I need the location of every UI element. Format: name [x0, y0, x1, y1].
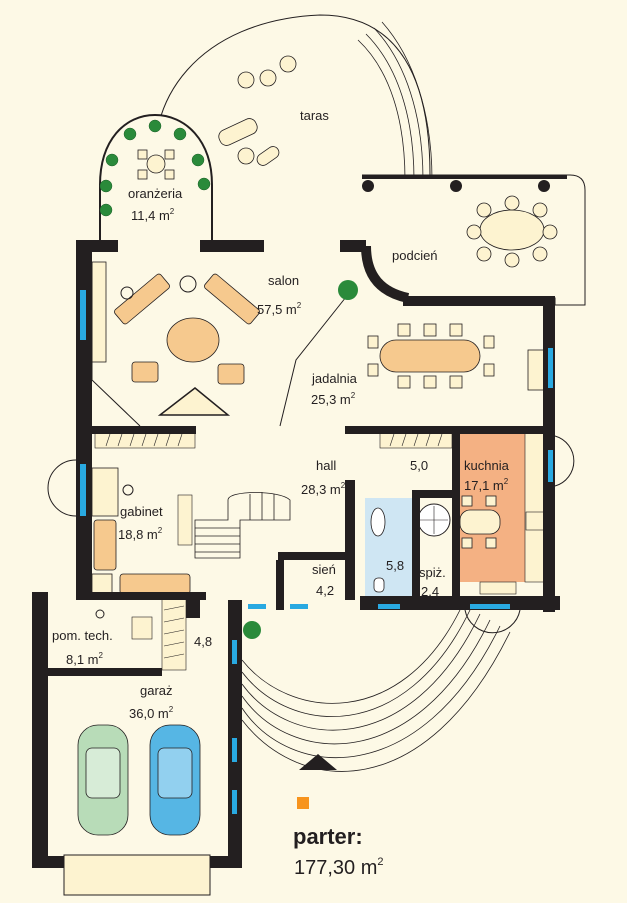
- label-podcien: podcień: [392, 248, 438, 263]
- area-salon: 57,5 m2: [257, 301, 302, 317]
- label-oranzeria: oranżeria: [128, 186, 183, 201]
- area-spiz: 2,4: [421, 584, 440, 599]
- podcien-outline: [362, 174, 586, 306]
- area-korytarz: 5,0: [410, 458, 429, 473]
- label-pom-tech: pom. tech.: [52, 628, 113, 643]
- legend-marker: [297, 797, 309, 809]
- label-salon: salon: [268, 273, 300, 288]
- dining-table: [379, 339, 481, 373]
- label-kuchnia: kuchnia: [464, 458, 509, 473]
- area-przejscie: 4,8: [194, 634, 213, 649]
- area-kuchnia: 17,1 m2: [464, 477, 509, 493]
- label-hall: hall: [316, 458, 337, 473]
- car-blue: [149, 724, 201, 836]
- windows: [80, 290, 553, 814]
- car-green: [77, 724, 129, 836]
- salon-furniture: [91, 261, 260, 385]
- label-garaz: garaż: [140, 683, 173, 698]
- oranzeria-plants: [99, 119, 211, 217]
- area-lazienka: 5,8: [386, 558, 405, 573]
- gabinet-furniture: [91, 467, 191, 595]
- closets: [94, 431, 453, 671]
- terrace-furniture: [218, 55, 297, 166]
- curved-wall: [361, 245, 410, 303]
- area-gabinet: 18,8 m2: [118, 526, 163, 542]
- floor-total-area: 177,30 m2: [294, 856, 384, 879]
- entrance-arrow: [299, 754, 337, 770]
- kitchen-table: [459, 495, 501, 549]
- staircase: [194, 492, 291, 559]
- label-jadalnia: jadalnia: [312, 371, 357, 386]
- label-taras: taras: [300, 108, 329, 123]
- area-oranzeria: 11,4 m2: [131, 207, 175, 223]
- area-sien: 4,2: [316, 583, 335, 598]
- area-jadalnia: 25,3 m2: [311, 391, 356, 407]
- area-garaz: 36,0 m2: [129, 705, 174, 721]
- label-sien: sień: [312, 562, 336, 577]
- label-spiz: spiż.: [419, 565, 446, 580]
- terrace-steps: [357, 21, 433, 181]
- oranzeria-table: [137, 149, 175, 180]
- fireplace: [157, 387, 231, 416]
- area-pom-tech: 8,1 m2: [66, 651, 103, 667]
- area-hall: 28,3 m2: [301, 481, 346, 497]
- label-gabinet: gabinet: [120, 504, 163, 519]
- floor-level-title: parter:: [293, 824, 363, 849]
- podcien-table: [466, 195, 558, 268]
- entrance-steps: [241, 609, 511, 772]
- oranzeria-outline: [99, 113, 213, 240]
